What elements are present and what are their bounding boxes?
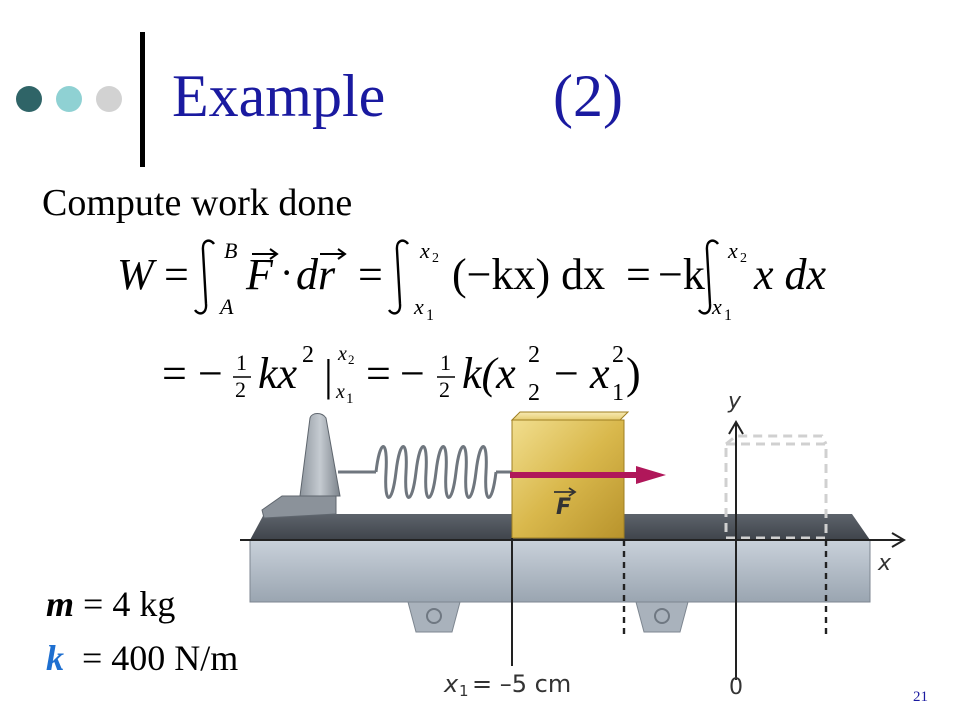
eq2-half-den-1: 2 [235, 377, 246, 402]
eq2-x1-subscript: 1 [612, 380, 624, 406]
equilibrium-block-outline [724, 442, 828, 540]
eq2-equals-1: = [162, 349, 187, 398]
eq-dot: · [280, 250, 293, 295]
accent-dot-dark [16, 86, 42, 112]
eq2-half-num-1: 1 [236, 350, 247, 375]
page-number: 21 [913, 689, 928, 705]
spring-constant-value: = 400 N/m [64, 638, 239, 678]
eq2-eval-bar: | [324, 351, 333, 400]
foot-bolt-left [426, 608, 442, 624]
slide-title: Example [172, 63, 386, 129]
dr-vector-arrow [320, 248, 347, 260]
track-foot-right [635, 601, 689, 633]
x1-label: x [443, 670, 459, 696]
equation-line-2: = − 1 2 kx 2 | x 2 x 1 = − 1 2 k(x 2 2 −… [162, 342, 641, 407]
mass-value: = 4 kg [74, 584, 176, 624]
force-label-arrow [554, 487, 577, 497]
force-label: F [556, 495, 571, 520]
eq-equals-2: = [358, 250, 383, 299]
integral-sign-3 [698, 239, 719, 315]
x1-label-subscript: 1 [459, 682, 469, 696]
int-lower-a: A [218, 294, 234, 319]
eq2-half-num-2: 1 [440, 350, 451, 375]
int3-lower-x: x [711, 294, 722, 319]
x-axis-arrowhead [891, 532, 906, 548]
eq2-half-den-2: 2 [439, 377, 450, 402]
eq2-k-open: k(x [462, 349, 516, 398]
force-vector-arrow [252, 248, 279, 260]
eq2-eval-upper-x: x [337, 343, 347, 365]
eq-equals-3: = [626, 250, 651, 299]
eq-neg-k: −k [658, 250, 705, 299]
eq2-x1: x [589, 349, 610, 398]
eq2-kx-exponent: 2 [302, 342, 314, 368]
eq-w: W [117, 250, 157, 299]
int3-upper-x: x [727, 238, 738, 263]
x-axis-label: x [877, 551, 892, 576]
equilibrium-block-top [725, 434, 828, 446]
eq2-minus-2: − [400, 349, 425, 398]
eq-dr: dr [296, 250, 336, 299]
y-axis-arrowhead [728, 420, 744, 435]
int2-lower-sub: 1 [426, 307, 434, 324]
block-mass [510, 411, 630, 539]
eq2-eval-upper-sub: 2 [348, 352, 355, 367]
int-upper-b: B [224, 238, 237, 263]
accent-dot-teal [56, 86, 82, 112]
eq2-close-paren: ) [626, 349, 641, 398]
integral-sign-1 [194, 239, 215, 315]
foot-bolt-right [654, 608, 670, 624]
origin-label: 0 [729, 675, 743, 696]
force-arrow-head [636, 466, 666, 484]
equation-line-1: W = B A F · dr = x 2 x 1 (−kx) dx = −k x… [117, 238, 827, 324]
wall-mount-post [299, 413, 341, 497]
accent-dot-gray [96, 86, 122, 112]
eq2-eval-lower-sub: 1 [346, 391, 354, 407]
eq2-minus-3: − [554, 349, 579, 398]
x1-value: = –5 cm [472, 670, 571, 696]
eq-force: F [245, 250, 274, 299]
title-divider [140, 32, 145, 167]
spring-block-diagram: F y x x 1 = –5 cm 0 [240, 389, 906, 696]
param-spring-constant: k = 400 N/m [46, 640, 238, 676]
y-axis-label: y [727, 389, 742, 414]
wall-mount-base [261, 495, 337, 519]
slide-title-number: (2) [553, 63, 623, 129]
eq2-x1-exponent: 2 [612, 342, 624, 368]
spring-constant-symbol: k [46, 638, 64, 678]
track-foot-left [407, 601, 461, 633]
mass-symbol: m [46, 584, 75, 624]
eq2-eval-lower-x: x [335, 381, 345, 403]
eq2-equals-2: = [366, 349, 391, 398]
integral-sign-2 [388, 239, 409, 315]
eq2-kx: kx [258, 349, 298, 398]
int2-upper-x: x [419, 238, 430, 263]
slide-subtitle: Compute work done [42, 182, 353, 224]
eq2-x2-subscript: 2 [528, 380, 540, 406]
eq-x-dx: x dx [753, 250, 827, 299]
int2-upper-sub: 2 [432, 251, 439, 266]
track-base [249, 539, 871, 603]
spring [338, 445, 512, 499]
param-mass: m = 4 kg [46, 586, 175, 622]
int3-upper-sub: 2 [740, 251, 747, 266]
eq-equals-1: = [164, 250, 189, 299]
eq-neg-kx-dx: (−kx) dx [452, 250, 605, 299]
eq2-minus-1: − [198, 349, 223, 398]
int3-lower-sub: 1 [724, 307, 732, 324]
int2-lower-x: x [413, 294, 424, 319]
eq2-x2-exponent: 2 [528, 342, 540, 368]
